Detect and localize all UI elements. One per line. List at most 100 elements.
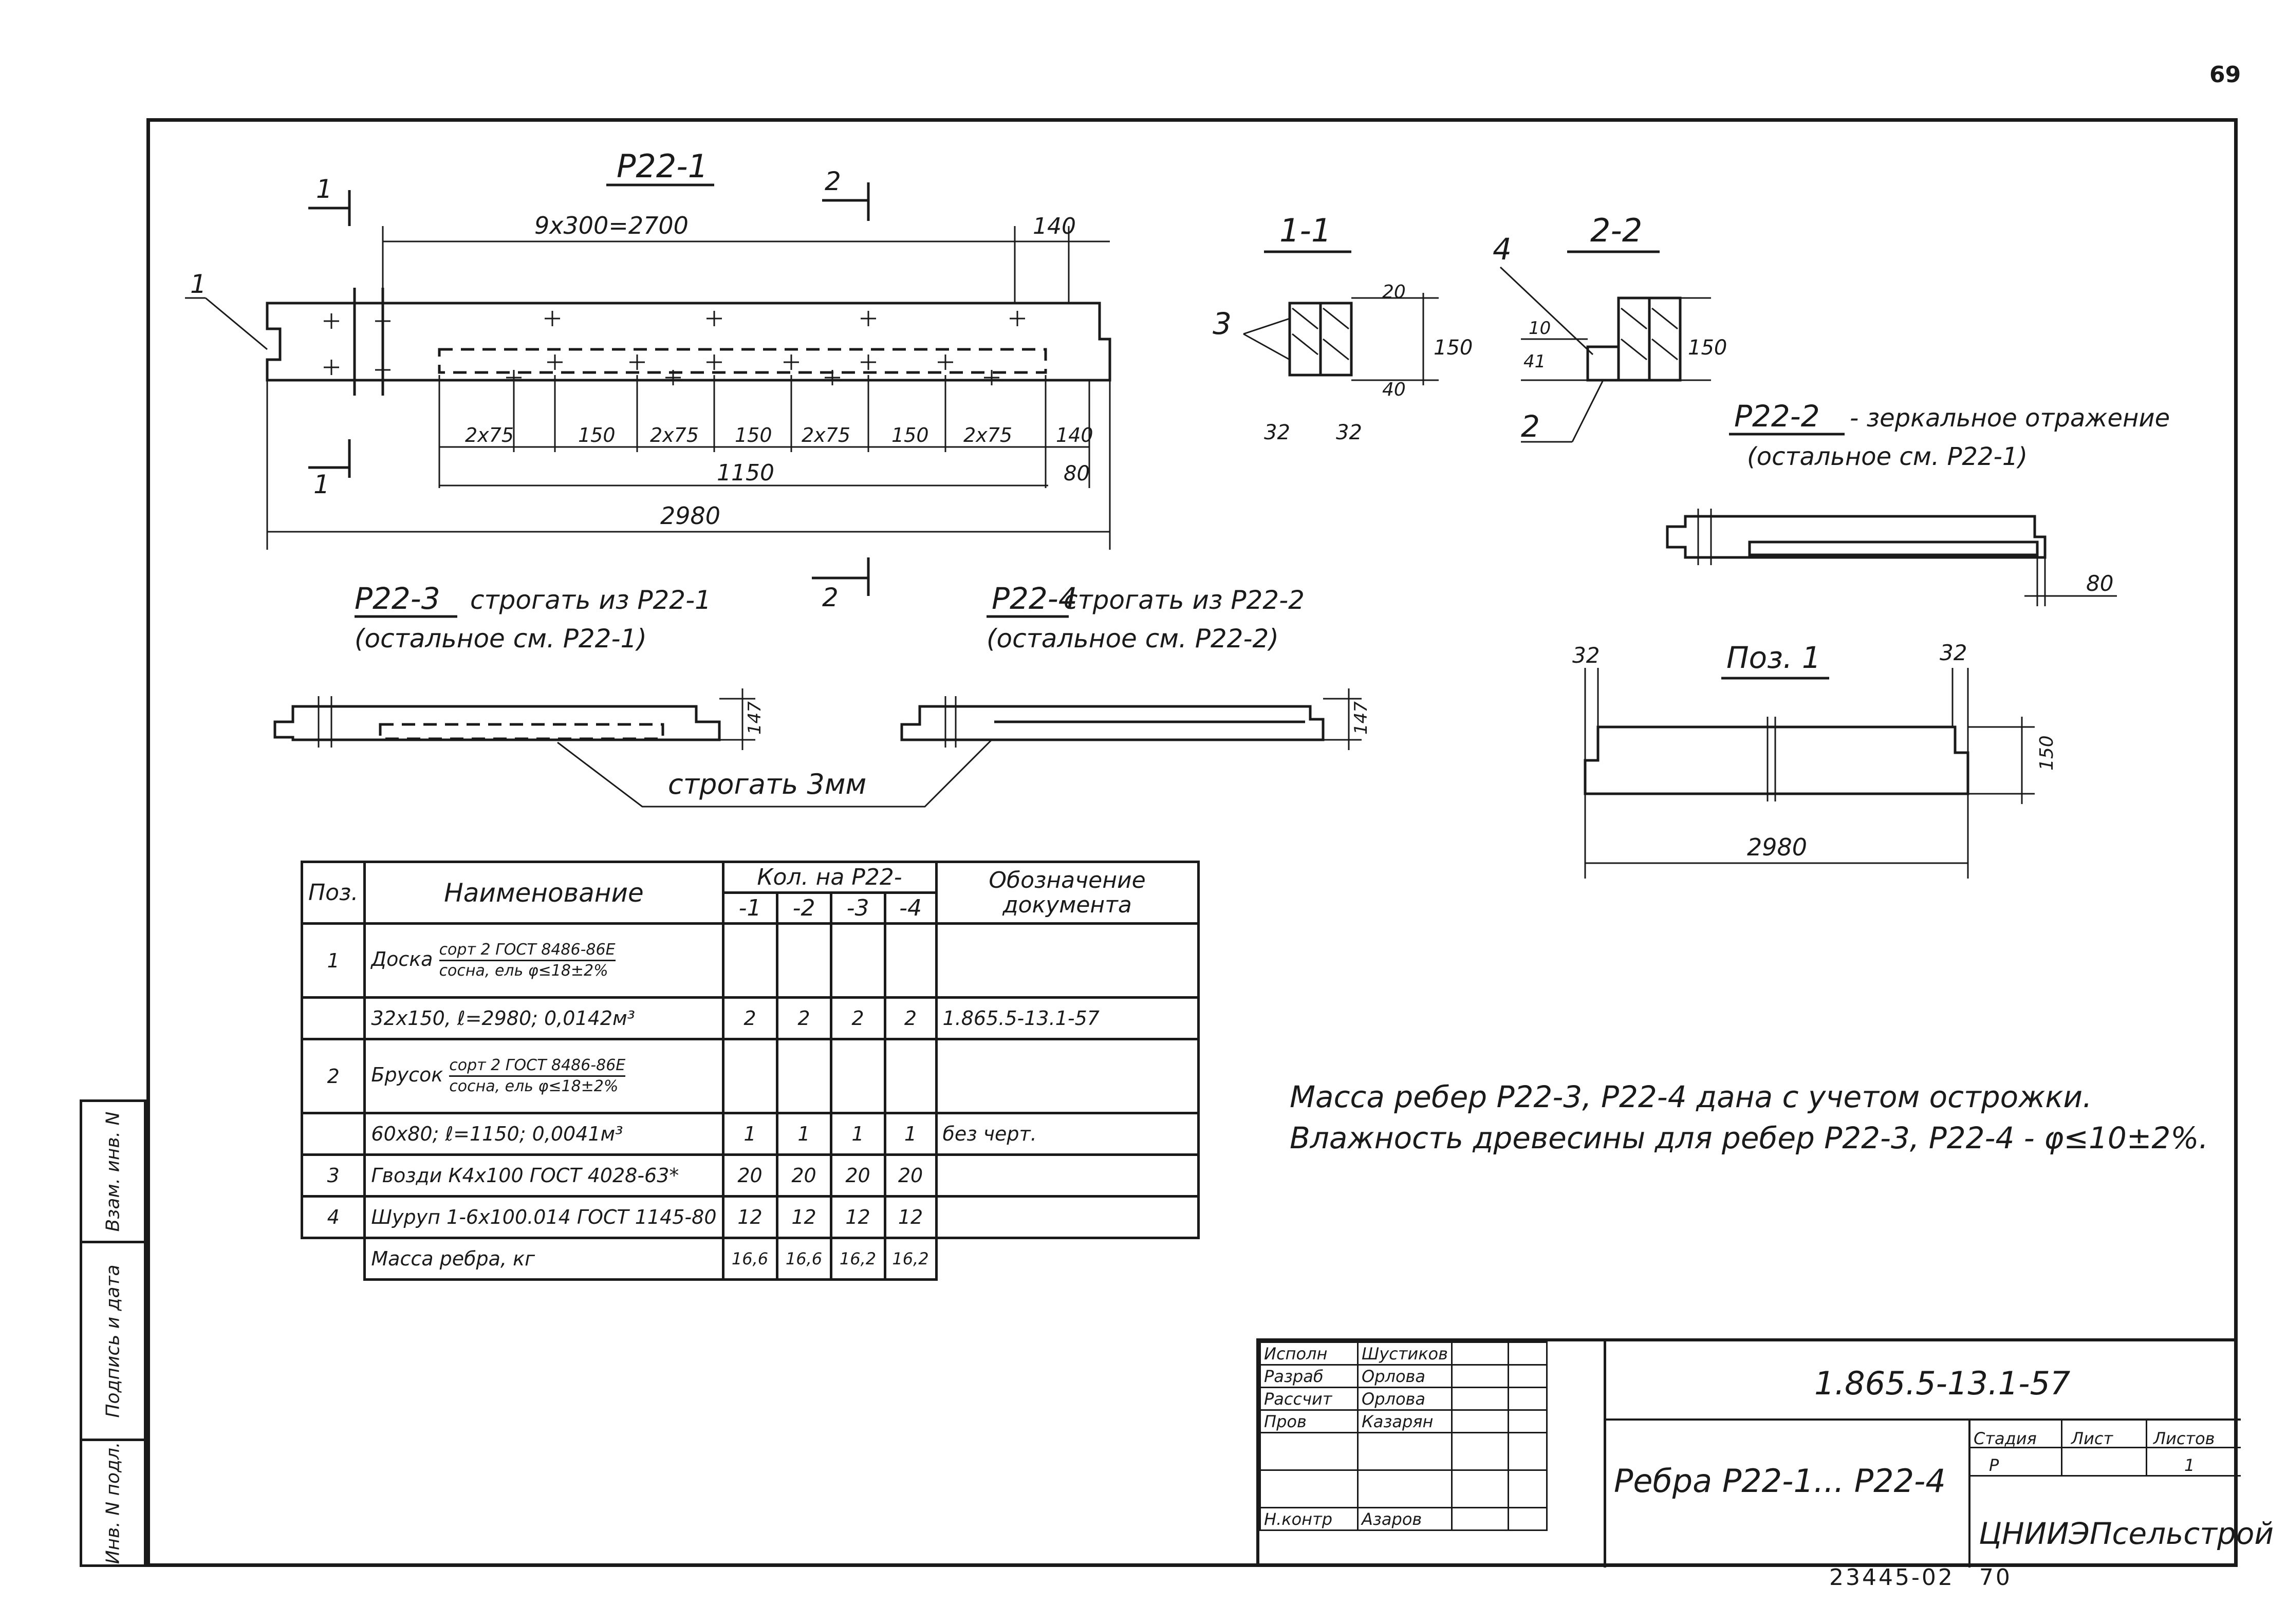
date	[1507, 1507, 1548, 1531]
row-name: 32x150, ℓ=2980; 0,0142м³	[363, 996, 724, 1040]
dim-top-spacing: 9x300=2700	[534, 212, 689, 239]
date	[1507, 1432, 1548, 1471]
p22-2-dim: 80	[2086, 571, 2113, 596]
row-qty	[829, 922, 886, 999]
sheets-value: 1	[2184, 1455, 2195, 1475]
row-name: Брусок сорт 2 ГОСТ 8486-86Е сосна, ель φ…	[363, 1038, 724, 1114]
p22-4-note: строгать из P22-2	[1064, 585, 1305, 615]
row-doc	[935, 1153, 1200, 1198]
row-qty: 16,6	[775, 1237, 832, 1281]
row-doc	[935, 1195, 1200, 1239]
table-row: Масса ребра, кг 16,6 16,6 16,2 16,2	[302, 1237, 1199, 1281]
row-doc	[935, 922, 1200, 999]
section-22-dim: 150	[1688, 336, 1727, 360]
main-view-title: P22-1	[617, 147, 708, 185]
stage-value: Р	[1989, 1455, 1999, 1475]
p22-4-dim: 147	[1351, 701, 1371, 735]
p22-3-note: строгать из P22-1	[470, 585, 711, 615]
row-qty: 2	[883, 996, 938, 1040]
organization: ЦНИИЭПсельстрой	[1979, 1516, 2274, 1551]
row-pos: 2	[300, 1038, 366, 1114]
p22-3-note2: (остальное см. P22-1)	[355, 624, 647, 654]
side-stamp: Взам. инв. N Подпись и дата Инв. N подл.	[80, 1099, 146, 1567]
row-qty: 12	[775, 1195, 832, 1239]
dim-seg: 140	[1056, 424, 1093, 446]
row-qty: 1	[883, 1112, 938, 1156]
row-name-den: сосна, ель φ≤18±2%	[449, 1077, 619, 1095]
section-11-dim: 32	[1264, 421, 1290, 444]
section-11-title: 1-1	[1279, 212, 1331, 249]
p22-3-dim: 147	[745, 701, 765, 735]
role	[1259, 1469, 1359, 1508]
p22-4-label: P22-4	[992, 581, 1077, 616]
section-11-dim: 32	[1336, 421, 1362, 444]
person	[1357, 1469, 1453, 1508]
dim-seg: 2x75	[963, 424, 1012, 446]
table-row: 1 Доска сорт 2 ГОСТ 8486-86Е сосна, ель …	[300, 922, 1200, 999]
date	[1507, 1409, 1548, 1433]
row-qty: 16,2	[883, 1237, 938, 1281]
specification-table: Поз. Наименование Кол. на P22- Обозначен…	[300, 861, 1200, 1281]
role: Н.контр	[1259, 1507, 1359, 1531]
row-name: Шуруп 1-6x100.014 ГОСТ 1145-80	[363, 1195, 724, 1239]
row-name-main: Брусок	[371, 1063, 443, 1086]
date	[1507, 1469, 1548, 1508]
archive-sheet: 70	[1979, 1564, 2012, 1591]
row-qty: 2	[829, 996, 886, 1040]
row-pos: 4	[300, 1195, 366, 1239]
date	[1507, 1364, 1548, 1388]
section-mark-2-bottom: 2	[822, 583, 839, 612]
sheet-frame	[146, 118, 2238, 1567]
section-11-callout: 3	[1213, 306, 1232, 341]
row-qty: 20	[721, 1153, 778, 1198]
general-notes: Масса ребер P22-3, P22-4 дана с учетом о…	[1290, 1076, 2208, 1159]
row-pos	[300, 996, 366, 1040]
dim-seg: 2x75	[465, 424, 514, 446]
col-qty-header: Кол. на P22-	[721, 861, 938, 894]
section-22-callout: 2	[1521, 409, 1540, 444]
table-row: 60x80; ℓ=1150; 0,0041м³ 1 1 1 1 без черт…	[300, 1112, 1200, 1156]
row-name: Доска сорт 2 ГОСТ 8486-86Е сосна, ель φ≤…	[363, 922, 724, 999]
document-name: Ребра P22-1... P22-4	[1614, 1462, 1946, 1500]
doc-header-line1: Обозначение	[989, 867, 1146, 893]
col-doc-header: Обозначение документа	[935, 861, 1200, 925]
dim-seg: 150	[578, 424, 616, 446]
row-doc	[936, 1238, 1198, 1280]
dim-seg: 150	[735, 424, 772, 446]
p22-2-label: P22-2	[1734, 399, 1820, 434]
row-qty	[883, 1038, 938, 1114]
section-11-dim: 20	[1382, 282, 1406, 303]
signature	[1451, 1469, 1509, 1508]
row-name-num: сорт 2 ГОСТ 8486-86Е	[439, 940, 616, 961]
table-row: 4 Шуруп 1-6x100.014 ГОСТ 1145-80 12 12 1…	[300, 1195, 1200, 1239]
plane-note: строгать 3мм	[668, 768, 866, 800]
section-22-title: 2-2	[1590, 212, 1642, 249]
pos1-dim: 2980	[1747, 833, 1807, 861]
signature	[1451, 1387, 1509, 1411]
row-name-main: Доска	[371, 948, 433, 970]
stamp-text: Инв. N подл.	[102, 1442, 124, 1564]
signature	[1451, 1409, 1509, 1433]
person: Казарян	[1357, 1409, 1453, 1433]
p22-3-label: P22-3	[355, 581, 440, 616]
row-doc	[935, 1038, 1200, 1114]
section-22-dim: 10	[1529, 318, 1551, 339]
stamp-podpis-data: Подпись и дата	[82, 1243, 144, 1441]
document-code: 1.865.5-13.1-57	[1814, 1365, 2071, 1402]
role: Пров	[1259, 1409, 1359, 1433]
sheet-label: Лист	[2071, 1429, 2113, 1448]
role: Рассчит	[1259, 1387, 1359, 1411]
person: Азаров	[1357, 1507, 1453, 1531]
section-11-dim: 150	[1434, 336, 1473, 360]
doc-header-line2: документа	[1002, 891, 1132, 918]
dim-bar-length: 1150	[717, 460, 774, 486]
dim-top-end: 140	[1033, 213, 1076, 239]
archive-code: 23445-02	[1829, 1564, 1955, 1591]
row-qty	[721, 922, 778, 999]
row-name-num: сорт 2 ГОСТ 8486-86Е	[449, 1056, 626, 1077]
signature	[1451, 1432, 1509, 1471]
row-name: 60x80; ℓ=1150; 0,0041м³	[363, 1112, 724, 1156]
row-qty: 2	[721, 996, 778, 1040]
